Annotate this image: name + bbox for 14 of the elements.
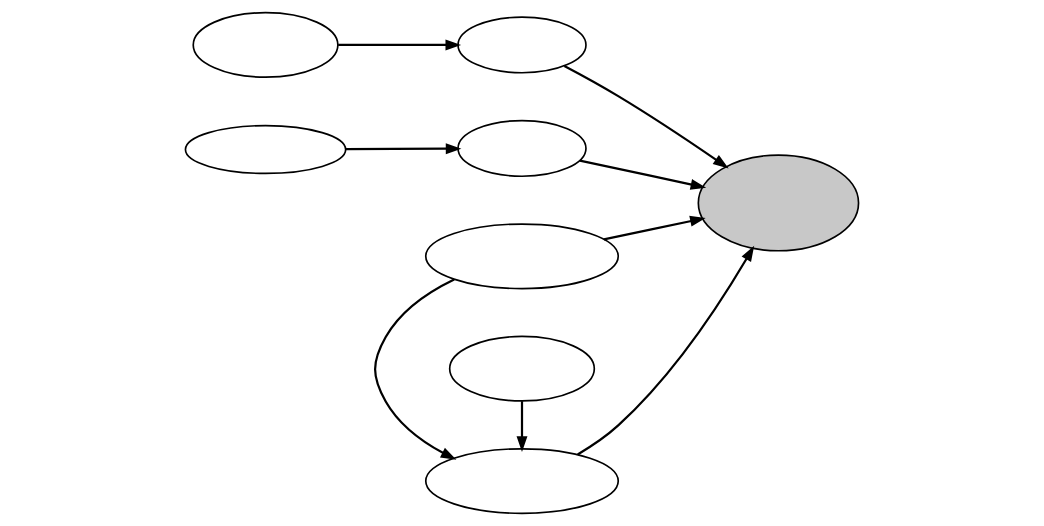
node-ellipse — [448, 335, 596, 402]
arrow — [579, 159, 707, 190]
node-ellipse — [424, 223, 620, 290]
arrow — [374, 278, 457, 460]
node-ellipse — [457, 119, 587, 178]
arrow — [563, 65, 729, 169]
node-ellipse — [184, 124, 347, 175]
node-ellipse — [192, 11, 339, 79]
node-ellipse — [457, 16, 587, 74]
arrow — [338, 39, 462, 51]
arrow — [345, 143, 462, 155]
arrow — [516, 401, 528, 452]
arrow — [603, 215, 706, 241]
arrow — [577, 245, 755, 456]
